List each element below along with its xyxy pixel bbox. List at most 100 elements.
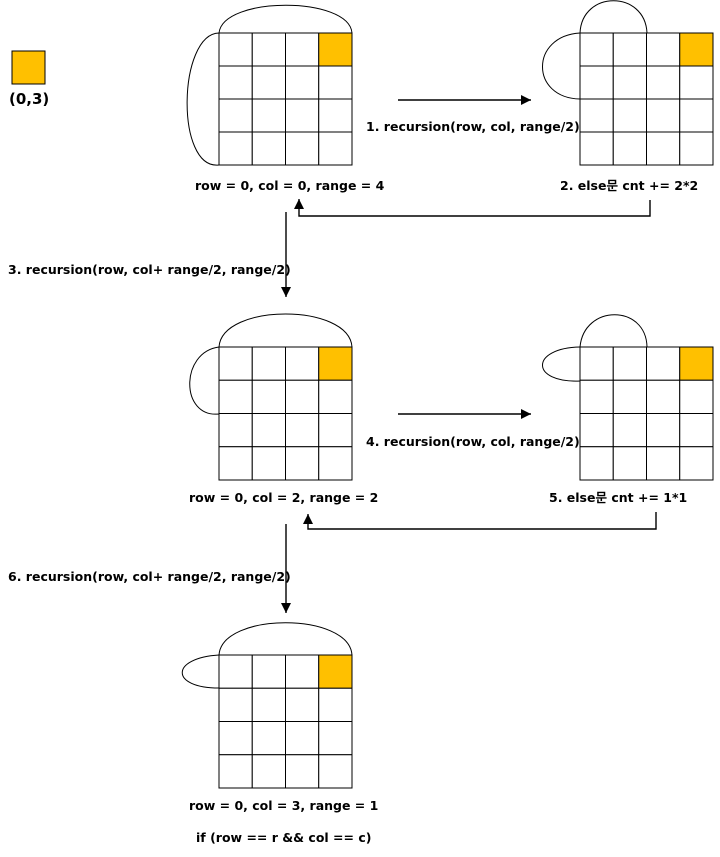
grid-cell <box>612 65 647 100</box>
loop-top-g1 <box>218 4 353 34</box>
grid-cell <box>679 446 714 481</box>
grid-cell <box>579 32 614 67</box>
grid-middle-right <box>579 346 714 481</box>
grid-cell <box>251 65 286 100</box>
grid-cell <box>285 721 320 756</box>
grid-cell <box>218 379 253 414</box>
loop-left-g5 <box>181 654 220 689</box>
loop-top-g4 <box>579 314 648 348</box>
grid-cell <box>579 131 614 166</box>
loop-left-g4 <box>542 346 581 382</box>
grid-cell <box>318 754 353 789</box>
grid-cell <box>285 131 320 166</box>
grid-top-left <box>218 32 353 166</box>
grid-cell <box>579 446 614 481</box>
grid-cell <box>612 413 647 448</box>
grid-cell <box>251 413 286 448</box>
grid-cell <box>646 413 681 448</box>
grid-cell <box>318 379 353 414</box>
target-cell <box>679 346 714 381</box>
legend-label: (0,3) <box>9 90 50 108</box>
arrow-step5 <box>303 512 657 530</box>
grid-cell <box>285 654 320 689</box>
loop-top-g3 <box>218 313 353 348</box>
grid-cell <box>646 98 681 133</box>
grid-cell <box>251 131 286 166</box>
grid-cell <box>218 413 253 448</box>
grid-cell <box>318 131 353 166</box>
loop-left-g3 <box>189 346 220 415</box>
grid-cell <box>218 754 253 789</box>
loop-left-g1 <box>186 32 220 166</box>
target-cell <box>318 346 353 381</box>
grid-cell <box>285 379 320 414</box>
grid-cell <box>679 131 714 166</box>
grid-cell <box>285 98 320 133</box>
grid-cell <box>579 413 614 448</box>
loop-top-g2 <box>579 0 648 34</box>
grid-cell <box>251 687 286 722</box>
grid-cell <box>285 32 320 67</box>
grid-cell <box>612 379 647 414</box>
target-cell <box>679 32 714 67</box>
grid-cell <box>612 446 647 481</box>
grid-cell <box>579 98 614 133</box>
grid-cell <box>251 721 286 756</box>
grid-cell <box>251 379 286 414</box>
grid-cell <box>218 32 253 67</box>
grid-cell <box>679 98 714 133</box>
grid-cell <box>285 346 320 381</box>
grid-cell <box>218 721 253 756</box>
target-cell <box>318 32 353 67</box>
grid-cell <box>646 446 681 481</box>
grid-cell <box>285 687 320 722</box>
grid-cell <box>318 721 353 756</box>
step5-label: 5. else문 cnt += 1*1 <box>549 490 688 505</box>
grid-cell <box>218 446 253 481</box>
step6-label: 6. recursion(row, col+ range/2, range/2) <box>8 569 291 584</box>
grid-cell <box>285 754 320 789</box>
grid-cell <box>251 346 286 381</box>
grid-cell <box>251 98 286 133</box>
grid-cell <box>318 446 353 481</box>
grid-cell <box>579 346 614 381</box>
grid-cell <box>218 346 253 381</box>
state-label-range4: row = 0, col = 0, range = 4 <box>195 178 385 193</box>
grid-cell <box>318 413 353 448</box>
grid-cell <box>251 654 286 689</box>
loop-left-g2 <box>542 32 581 100</box>
step4-label: 4. recursion(row, col, range/2) <box>366 434 580 449</box>
grid-cell <box>251 32 286 67</box>
grid-cell <box>318 98 353 133</box>
grid-cell <box>318 687 353 722</box>
grid-cell <box>218 687 253 722</box>
step1-label: 1. recursion(row, col, range/2) <box>366 119 580 134</box>
legend-swatch <box>11 50 46 85</box>
grid-bottom <box>218 654 353 789</box>
step3-label: 3. recursion(row, col+ range/2, range/2) <box>8 262 291 277</box>
grid-cell <box>646 346 681 381</box>
grid-cell <box>218 98 253 133</box>
grid-cell <box>218 131 253 166</box>
target-cell <box>318 654 353 689</box>
grid-cell <box>612 131 647 166</box>
grid-cell <box>612 32 647 67</box>
grid-cell <box>646 379 681 414</box>
grid-cell <box>612 98 647 133</box>
grid-cell <box>679 65 714 100</box>
grid-cell <box>646 131 681 166</box>
grid-cell <box>251 446 286 481</box>
grid-cell <box>646 65 681 100</box>
grid-cell <box>579 65 614 100</box>
grid-cell <box>285 413 320 448</box>
grid-cell <box>218 654 253 689</box>
grid-middle-left <box>218 346 353 481</box>
grid-top-right <box>579 32 714 166</box>
grid-cell <box>646 32 681 67</box>
state-label-range1: row = 0, col = 3, range = 1 <box>189 798 379 813</box>
arrow-step2 <box>294 199 651 217</box>
grid-cell <box>218 65 253 100</box>
step2-label: 2. else문 cnt += 2*2 <box>560 178 699 193</box>
loop-top-g5 <box>218 622 353 656</box>
